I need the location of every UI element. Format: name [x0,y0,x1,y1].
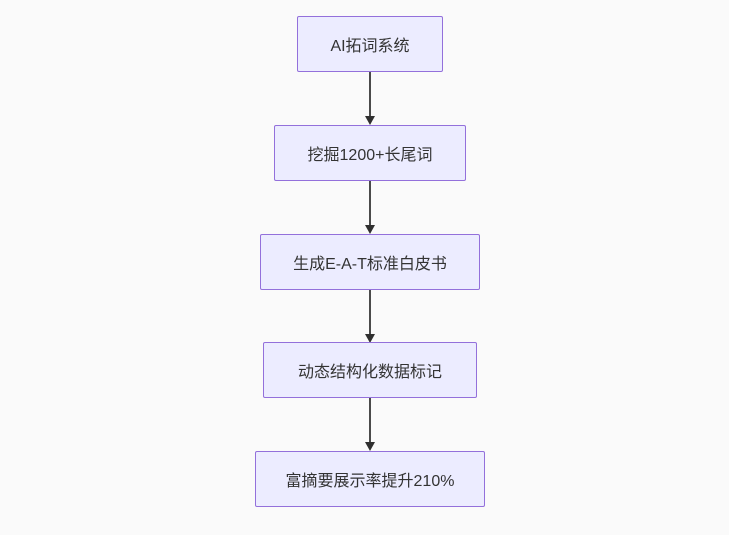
arrow-shaft [369,290,371,334]
arrowhead-down-icon [365,442,375,451]
flow-arrow-2-3 [365,181,375,234]
flow-node-longtail-mining: 挖掘1200+长尾词 [274,125,466,181]
flow-node-label: 生成E-A-T标准白皮书 [293,256,447,273]
flow-node-label: 富摘要展示率提升210% [285,473,455,490]
arrow-shaft [369,398,371,442]
flow-node-label: AI拓词系统 [330,38,410,55]
flow-node-label: 动态结构化数据标记 [297,364,442,381]
flow-arrow-4-5 [365,398,375,451]
flow-node-eat-whitepaper: 生成E-A-T标准白皮书 [260,234,480,290]
flow-node-ai-keyword-system: AI拓词系统 [297,16,443,72]
arrow-shaft [369,181,371,225]
arrow-shaft [369,72,371,116]
flow-arrow-1-2 [365,72,375,125]
flow-node-label: 挖掘1200+长尾词 [307,147,433,164]
arrowhead-down-icon [365,116,375,125]
arrowhead-down-icon [365,334,375,343]
flow-node-rich-snippet-result: 富摘要展示率提升210% [255,451,485,507]
flow-node-structured-data-markup: 动态结构化数据标记 [263,342,477,398]
flow-arrow-3-4 [365,290,375,343]
arrowhead-down-icon [365,225,375,234]
